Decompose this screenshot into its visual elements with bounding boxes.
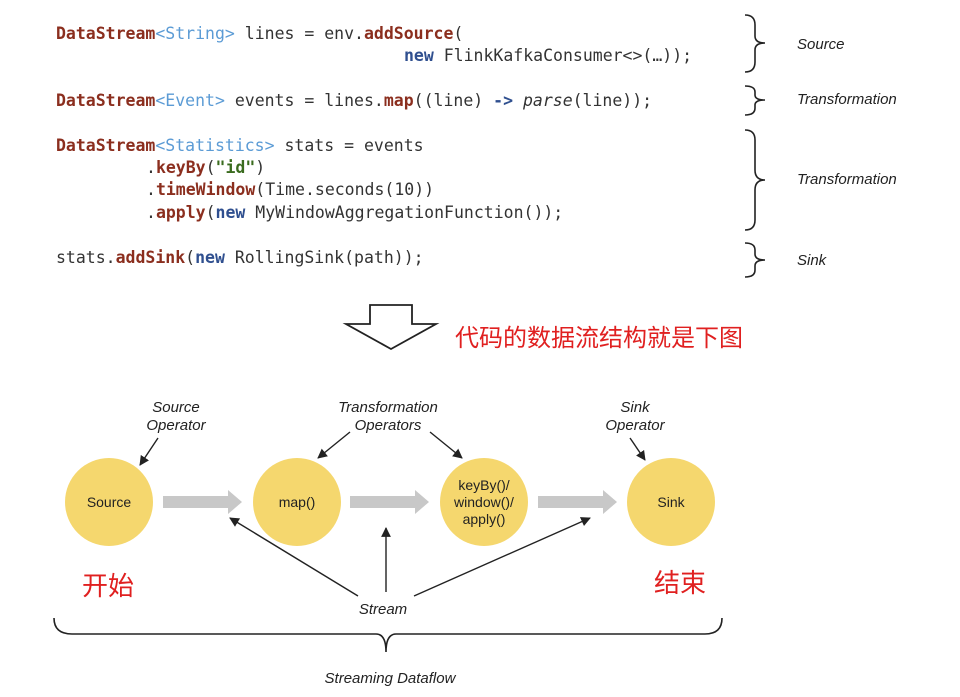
code-line-1b: new FlinkKafkaConsumer<>(…)); xyxy=(404,45,692,67)
node-keyby xyxy=(440,458,528,546)
brace-label-transformation-1: Transformation xyxy=(797,91,897,108)
code-generic: String xyxy=(165,24,225,43)
transformation-arrow-right xyxy=(429,431,463,459)
brace-sink xyxy=(744,242,766,278)
node-source-label: Source xyxy=(87,494,132,510)
stream-arrow-left xyxy=(229,517,359,597)
code-text: MyWindowAggregationFunction()); xyxy=(245,203,564,222)
stream-arrow-right xyxy=(413,517,591,597)
node-sink-label: Sink xyxy=(657,494,685,510)
node-keyby-label-3: apply() xyxy=(463,511,506,527)
code-method: addSink xyxy=(115,248,186,267)
node-keyby-label-2: window()/ xyxy=(453,494,514,510)
code-generic-close: > xyxy=(214,91,225,110)
brace-transformation-2 xyxy=(744,129,766,231)
code-text: ( xyxy=(205,158,216,177)
code-line-1a: DataStream<String> lines = env.addSource… xyxy=(56,23,463,45)
code-text: (Time.seconds(10)) xyxy=(255,180,435,199)
code-text: . xyxy=(146,203,156,222)
code-line-3b: .keyBy("id") xyxy=(146,157,265,179)
flow-arrow-2 xyxy=(350,490,429,514)
flow-arrow-3 xyxy=(538,490,617,514)
code-generic-close: > xyxy=(224,24,235,43)
code-keyword: new xyxy=(404,46,434,65)
flow-arrows xyxy=(163,490,617,514)
stream-label: Stream xyxy=(358,601,408,618)
source-operator-label: Source Operator xyxy=(130,399,222,435)
code-keyword: new xyxy=(195,248,225,267)
code-method: addSource xyxy=(363,24,454,43)
code-line-3d: .apply(new MyWindowAggregationFunction()… xyxy=(146,202,563,224)
brace-transformation-1 xyxy=(744,85,766,116)
code-string: "id" xyxy=(215,158,256,177)
code-generic-close: > xyxy=(264,136,275,155)
end-label-cn: 结束 xyxy=(654,569,707,599)
start-label-cn: 开始 xyxy=(82,572,135,602)
streaming-dataflow-label: Streaming Dataflow xyxy=(324,670,456,687)
transformation-arrow-left xyxy=(317,431,351,459)
code-generic-open: < xyxy=(155,24,166,43)
transformation-operators-label: Transformation Operators xyxy=(318,399,458,435)
code-text: (line)); xyxy=(572,91,653,110)
code-text: . xyxy=(146,158,156,177)
source-operator-line1: Source xyxy=(152,399,200,416)
code-text: stats. xyxy=(56,248,116,267)
sink-operator-line1: Sink xyxy=(620,399,650,416)
node-map-label: map() xyxy=(279,494,316,510)
brace-label-source: Source xyxy=(797,36,845,53)
code-generic-open: < xyxy=(155,91,166,110)
source-operator-line2: Operator xyxy=(146,417,206,434)
code-line-4: stats.addSink(new RollingSink(path)); xyxy=(56,247,424,269)
code-text: ((line) xyxy=(413,91,494,110)
code-arrow: -> xyxy=(493,91,514,110)
code-line-3c: .timeWindow(Time.seconds(10)) xyxy=(146,179,434,201)
code-method: keyBy xyxy=(155,158,206,177)
sink-operator-label: Sink Operator xyxy=(590,399,680,435)
code-method: apply xyxy=(155,203,206,222)
code-generic: Event xyxy=(165,91,215,110)
code-generic: Statistics xyxy=(165,136,265,155)
code-text: ( xyxy=(205,203,216,222)
node-sink xyxy=(627,458,715,546)
code-keyword: new xyxy=(215,203,246,222)
node-source xyxy=(65,458,153,546)
code-text: . xyxy=(146,180,156,199)
node-keyby-label-1: keyBy()/ xyxy=(458,477,509,493)
code-text: ) xyxy=(255,158,266,177)
code-class: DataStream xyxy=(56,91,156,110)
code-class: DataStream xyxy=(56,24,156,43)
code-line-2: DataStream<Event> events = lines.map((li… xyxy=(56,90,652,112)
source-operator-arrow xyxy=(139,437,159,466)
brace-source xyxy=(744,14,766,73)
code-text: RollingSink(path)); xyxy=(224,248,424,267)
code-class: DataStream xyxy=(56,136,156,155)
code-text: ( xyxy=(185,248,196,267)
brace-label-sink: Sink xyxy=(797,252,827,269)
code-text: stats = events xyxy=(274,136,424,155)
code-text: FlinkKafkaConsumer<>(…)); xyxy=(433,46,693,65)
code-method: map xyxy=(383,91,414,110)
dataflow-bracket xyxy=(53,617,723,653)
code-line-3a: DataStream<Statistics> stats = events xyxy=(56,135,424,157)
code-text: lines = env. xyxy=(234,24,364,43)
code-text: ( xyxy=(453,24,464,43)
code-generic-open: < xyxy=(155,136,166,155)
transformation-operators-line2: Operators xyxy=(354,417,422,434)
code-method: timeWindow xyxy=(155,180,256,199)
node-map xyxy=(253,458,341,546)
sink-operator-arrow xyxy=(629,437,646,461)
flow-arrow-1 xyxy=(163,490,242,514)
brace-label-transformation-2: Transformation xyxy=(797,171,897,188)
caption-cn: 代码的数据流结构就是下图 xyxy=(455,324,743,352)
code-italic: parse xyxy=(522,91,573,110)
code-text: events = lines. xyxy=(224,91,384,110)
big-down-arrow xyxy=(342,304,440,351)
transformation-operators-line1: Transformation xyxy=(338,399,438,416)
sink-operator-line2: Operator xyxy=(605,417,665,434)
